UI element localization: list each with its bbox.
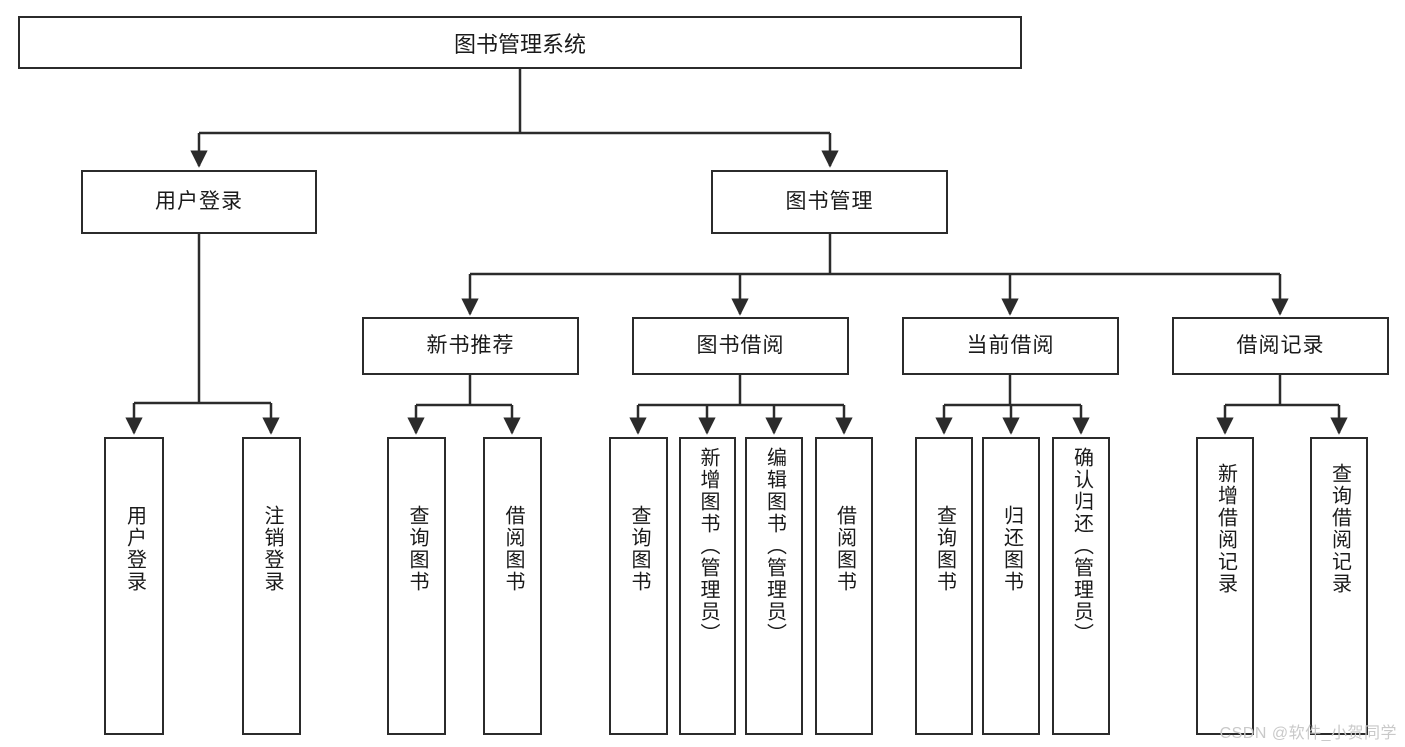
node-label: 用户登录 [123,505,146,593]
watermark: CSDN @软件_小贺同学 [1219,725,1397,742]
node-borrow-record[interactable]: 借阅记录 [1172,317,1389,375]
node-label: 注销登录 [261,505,283,593]
node-label: 用户登录 [155,190,243,214]
node-label: 新书推荐 [426,334,515,358]
node-label: 当前借阅 [966,334,1055,358]
node-root-system[interactable]: 图书管理系统 [18,16,1022,69]
node-book-management[interactable]: 图书管理 [711,170,948,234]
leaf-borrow-book[interactable]: 借阅图书 [815,437,873,735]
node-label: 查询借阅记录 [1328,463,1351,595]
node-new-book-recommendation[interactable]: 新书推荐 [362,317,579,375]
node-label: 新增图书（管理员） [697,447,719,645]
leaf-logout[interactable]: 注销登录 [242,437,301,735]
node-label: 图书管理系统 [453,31,586,57]
leaf-query-book-recommendation[interactable]: 查询图书 [387,437,446,735]
node-label: 借阅图书 [502,505,524,593]
leaf-query-borrow-record[interactable]: 查询借阅记录 [1310,437,1368,735]
leaf-query-book-borrow[interactable]: 查询图书 [609,437,668,735]
leaf-query-book-current[interactable]: 查询图书 [915,437,973,735]
leaf-confirm-return-admin[interactable]: 确认归还（管理员） [1052,437,1110,735]
leaf-borrow-book-recommendation[interactable]: 借阅图书 [483,437,542,735]
node-label: 借阅记录 [1236,334,1325,358]
node-label: 新增借阅记录 [1214,463,1237,595]
node-label: 借阅图书 [833,505,856,593]
node-user-login[interactable]: 用户登录 [81,170,317,234]
node-label: 查询图书 [628,505,650,593]
node-label: 查询图书 [933,505,956,593]
leaf-add-borrow-record[interactable]: 新增借阅记录 [1196,437,1254,735]
node-label: 编辑图书（管理员） [763,447,786,645]
node-label: 查询图书 [406,505,428,593]
leaf-add-book-admin[interactable]: 新增图书（管理员） [679,437,736,735]
node-book-borrow[interactable]: 图书借阅 [632,317,849,375]
node-current-borrow[interactable]: 当前借阅 [902,317,1119,375]
node-label: 归还图书 [1000,505,1023,593]
node-label: 图书借阅 [696,334,785,358]
leaf-edit-book-admin[interactable]: 编辑图书（管理员） [745,437,803,735]
leaf-return-book[interactable]: 归还图书 [982,437,1040,735]
node-label: 图书管理 [785,190,874,214]
leaf-user-login[interactable]: 用户登录 [104,437,164,735]
node-label: 确认归还（管理员） [1070,447,1093,645]
